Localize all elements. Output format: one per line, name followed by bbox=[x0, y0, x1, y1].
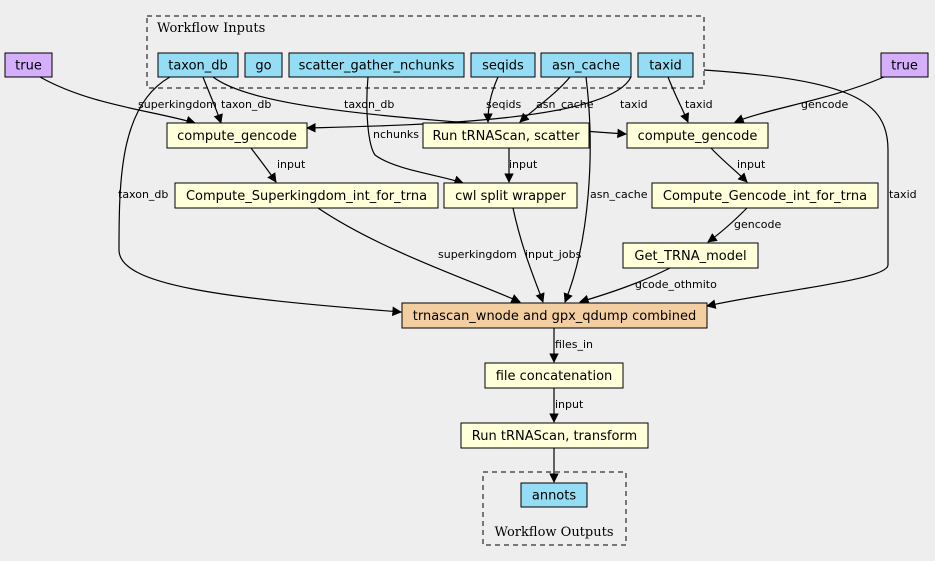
node-seqids[interactable]: seqids bbox=[470, 52, 536, 78]
edge-label-seqids: seqids bbox=[486, 98, 522, 111]
edge-compute-gencode-to-superkingdom bbox=[250, 147, 277, 183]
edges bbox=[39, 69, 889, 483]
node-taxon-db[interactable]: taxon_db bbox=[157, 52, 239, 78]
edge-taxid-to-combined bbox=[703, 69, 889, 309]
edge-label-superkingdom-b: superkingdom bbox=[438, 248, 517, 261]
edge-asn-cache-to-run-scatter bbox=[519, 76, 571, 123]
edge-seqids-to-run-scatter bbox=[483, 76, 499, 123]
node-get-trna-model[interactable]: Get_TRNA_model bbox=[622, 242, 759, 269]
workflow-outputs-cluster: Workflow Outputs bbox=[482, 471, 627, 546]
edge-label-taxon-db-c: taxon_db bbox=[118, 188, 168, 201]
node-label: Run tRNAScan, scatter bbox=[432, 129, 580, 144]
edge-taxid-to-compute-gencode-left bbox=[306, 76, 632, 133]
workflow-inputs-title: Workflow Inputs bbox=[157, 21, 265, 36]
node-label: go bbox=[255, 59, 271, 74]
node-label: file concatenation bbox=[496, 369, 613, 384]
node-asn-cache[interactable]: asn_cache bbox=[540, 52, 632, 78]
edge-label-taxid-c: taxid bbox=[889, 188, 917, 201]
edge-label-input-c: input bbox=[737, 158, 766, 171]
edge-label-nchunks: nchunks bbox=[373, 128, 419, 141]
edge-label-taxon-db-a: taxon_db bbox=[221, 98, 271, 111]
edge-label-taxid-a: taxid bbox=[620, 98, 648, 111]
node-taxid[interactable]: taxid bbox=[637, 52, 694, 78]
edge-taxid-to-compute-gencode-right bbox=[667, 76, 690, 123]
node-label: taxon_db bbox=[168, 59, 228, 74]
node-scatter-gather-nchunks[interactable]: scatter_gather_nchunks bbox=[288, 52, 465, 78]
edge-label-files-in: files_in bbox=[555, 338, 593, 351]
node-run-trnascan-transform[interactable]: Run tRNAScan, transform bbox=[460, 422, 649, 449]
node-trnascan-combined[interactable]: trnascan_wnode and gpx_qdump combined bbox=[401, 302, 708, 329]
node-label: Compute_Gencode_int_for_trna bbox=[663, 189, 867, 204]
node-label: compute_gencode bbox=[638, 129, 758, 144]
node-compute-gencode-right[interactable]: compute_gencode bbox=[626, 122, 769, 149]
edge-label-taxid-b: taxid bbox=[685, 98, 713, 111]
workflow-outputs-title: Workflow Outputs bbox=[495, 525, 614, 540]
node-true-right[interactable]: true bbox=[880, 52, 929, 78]
node-go[interactable]: go bbox=[244, 52, 283, 78]
node-label: true bbox=[15, 59, 42, 74]
node-run-trnascan-scatter[interactable]: Run tRNAScan, scatter bbox=[422, 122, 590, 149]
edge-label-input-a: input bbox=[277, 158, 306, 171]
node-label: compute_gencode bbox=[177, 129, 297, 144]
node-true-left[interactable]: true bbox=[4, 52, 53, 78]
edge-label-gencode-a: gencode bbox=[801, 98, 848, 111]
node-label: cwl split wrapper bbox=[455, 189, 566, 204]
node-annots[interactable]: annots bbox=[520, 482, 588, 508]
edge-label-input-jobs: input_jobs bbox=[525, 248, 582, 261]
node-compute-superkingdom[interactable]: Compute_Superkingdom_int_for_trna bbox=[174, 182, 439, 209]
node-label: seqids bbox=[482, 59, 524, 74]
edge-superkingdom-to-combined bbox=[317, 207, 521, 303]
edge-label-superkingdom-a: superkingdom bbox=[138, 98, 217, 111]
edge-label-input-d: input bbox=[555, 398, 584, 411]
edge-label-taxon-db-b: taxon_db bbox=[344, 98, 394, 111]
edge-true-left-to-compute-gencode bbox=[39, 76, 196, 126]
node-cwl-split-wrapper[interactable]: cwl split wrapper bbox=[443, 182, 578, 209]
edge-nchunks-to-cwl-split bbox=[366, 76, 464, 185]
edge-label-input-b: input bbox=[509, 158, 538, 171]
node-compute-gencode-left[interactable]: compute_gencode bbox=[166, 122, 308, 149]
node-label: scatter_gather_nchunks bbox=[299, 59, 455, 74]
node-label: annots bbox=[532, 489, 576, 504]
edge-asn-cache-to-combined bbox=[563, 76, 591, 303]
edge-trna-model-to-combined bbox=[579, 267, 671, 305]
edge-taxon-db-to-combined bbox=[118, 76, 402, 317]
node-label: trnascan_wnode and gpx_qdump combined bbox=[413, 309, 696, 324]
edge-cwl-split-to-combined bbox=[512, 207, 545, 303]
edge-label-gencode-b: gencode bbox=[734, 218, 781, 231]
node-compute-gencode-int[interactable]: Compute_Gencode_int_for_trna bbox=[651, 182, 879, 209]
edge-label-gcode-othmito: gcode_othmito bbox=[635, 278, 717, 291]
edge-labels: superkingdom taxon_db taxon_db taxid tax… bbox=[118, 98, 917, 411]
node-label: Run tRNAScan, transform bbox=[472, 429, 637, 444]
edge-gencode-int-to-trna-model bbox=[707, 207, 748, 243]
edge-label-asn-cache-a: asn_cache bbox=[536, 98, 594, 111]
edge-true-right-to-compute-gencode-right bbox=[734, 76, 885, 124]
workflow-inputs-cluster: Workflow Inputs bbox=[146, 15, 705, 89]
node-label: taxid bbox=[649, 59, 682, 74]
node-label: Get_TRNA_model bbox=[634, 249, 746, 264]
node-label: asn_cache bbox=[552, 59, 620, 74]
node-file-concatenation[interactable]: file concatenation bbox=[484, 362, 624, 389]
edge-taxon-db-to-compute-gencode-left bbox=[202, 76, 223, 124]
edge-label-asn-cache-b: asn_cache bbox=[590, 188, 648, 201]
node-label: Compute_Superkingdom_int_for_trna bbox=[186, 189, 427, 204]
edge-compute-gencode-right-to-gencode-int bbox=[710, 147, 748, 183]
nodes: true true taxon_db go scatter_gather_nch… bbox=[4, 52, 929, 508]
node-label: true bbox=[891, 59, 918, 74]
